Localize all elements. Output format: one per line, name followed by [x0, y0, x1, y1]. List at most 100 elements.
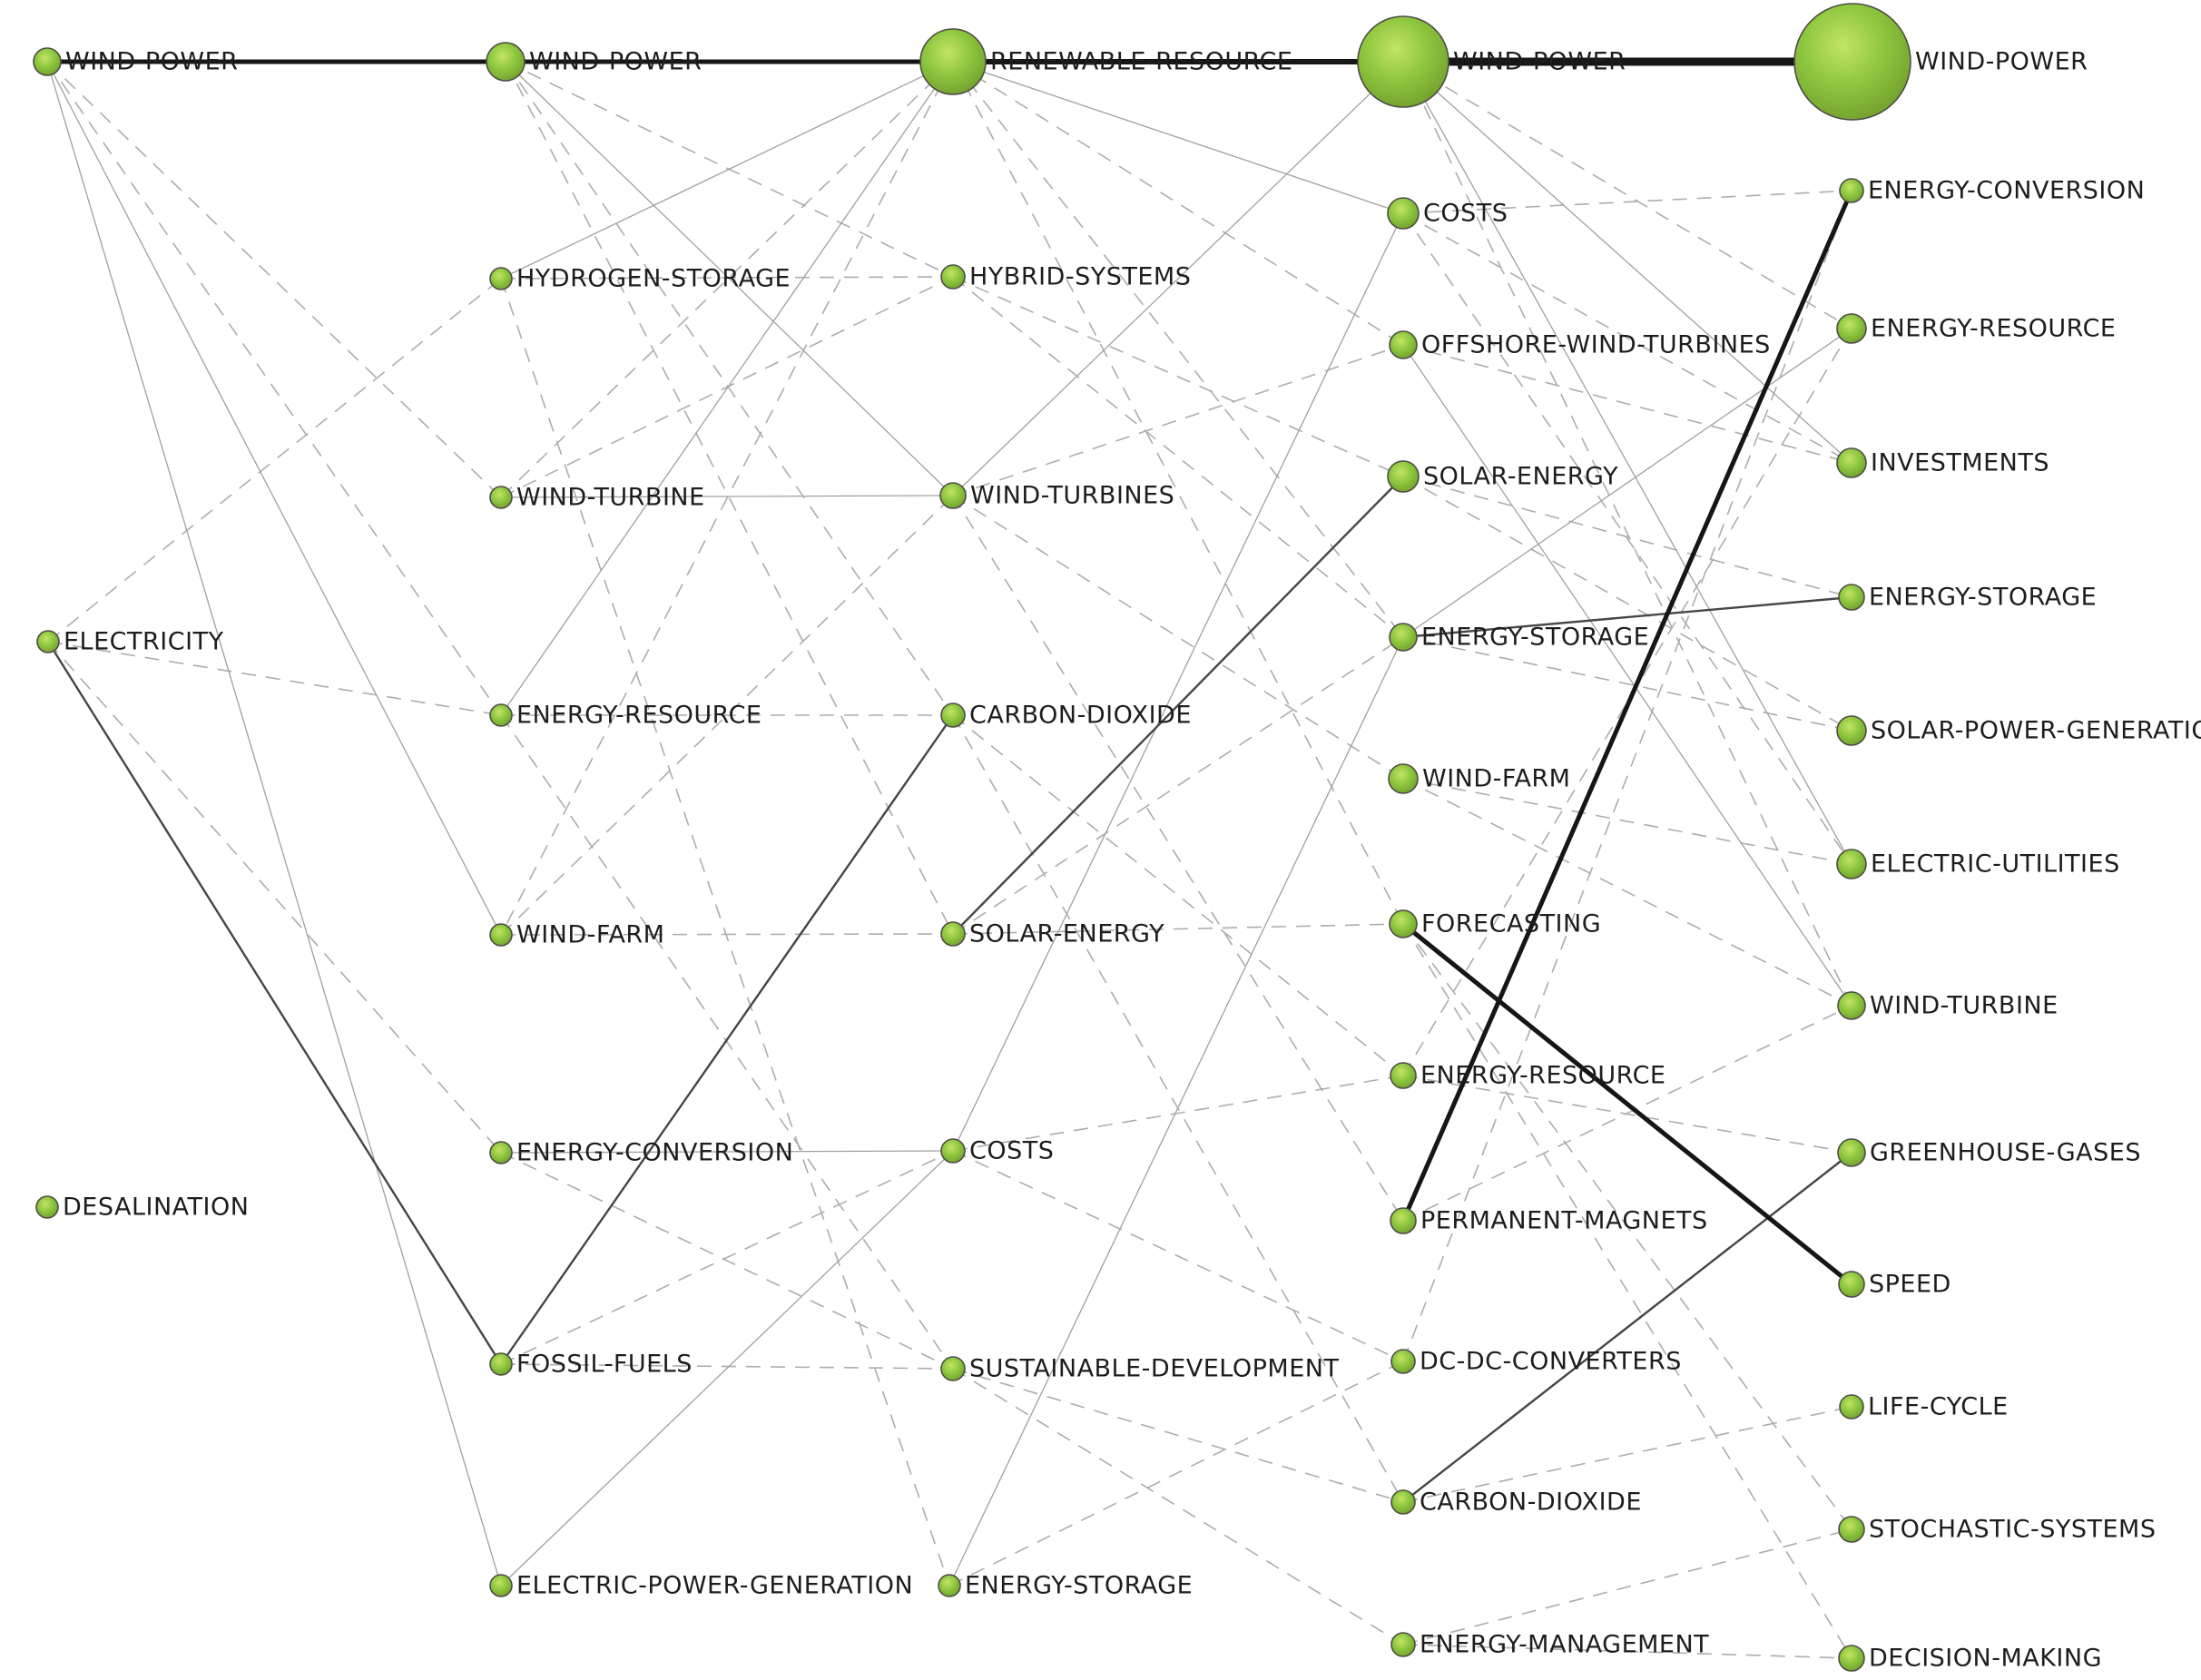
- edge-n1-n11: [46, 61, 502, 1587]
- node-label-n41: SPEED: [1869, 1271, 1951, 1299]
- node-wind-power-n20[interactable]: [1357, 15, 1449, 108]
- node-wind-power-n4[interactable]: [486, 42, 526, 82]
- node-wind-farm-n8[interactable]: [489, 923, 513, 947]
- edges-layer: [46, 57, 1854, 1659]
- node-label-n43: STOCHASTIC-SYSTEMS: [1869, 1516, 2156, 1544]
- edge-n2-n10: [46, 641, 503, 1365]
- edge-n10-n17: [500, 1150, 954, 1365]
- node-label-n24: ENERGY-STORAGE: [1421, 624, 1649, 652]
- node-investments-n35[interactable]: [1836, 447, 1867, 478]
- node-label-n12: RENEWABLE-RESOURCE: [990, 48, 1292, 76]
- node-wind-turbine-n6[interactable]: [489, 486, 513, 509]
- node-forecasting-n26[interactable]: [1389, 909, 1418, 938]
- edge-n30-n42: [1402, 1406, 1852, 1503]
- node-label-n1: WIND-POWER: [65, 48, 238, 76]
- edge-n1-n7: [46, 61, 502, 716]
- edge-n23-n36: [1402, 476, 1852, 598]
- node-label-n8: WIND-FARM: [516, 921, 664, 949]
- edge-n27-n40: [1402, 1075, 1852, 1154]
- node-carbon-dioxide-n30[interactable]: [1390, 1489, 1416, 1515]
- edge-n13-n24: [952, 276, 1404, 638]
- node-wind-power-n32[interactable]: [1793, 3, 1911, 121]
- node-decision-making-n44[interactable]: [1838, 1645, 1865, 1672]
- edge-n8-n14: [500, 495, 954, 936]
- node-energy-management-n31[interactable]: [1390, 1632, 1416, 1657]
- node-hybrid-systems-n13[interactable]: [940, 264, 966, 290]
- node-label-n36: ENERGY-STORAGE: [1869, 584, 2097, 612]
- node-label-n30: CARBON-DIOXIDE: [1420, 1488, 1642, 1517]
- edge-n26-n41: [1401, 922, 1853, 1286]
- nodes-layer: WIND-POWERELECTRICITYDESALINATIONWIND-PO…: [33, 3, 2201, 1673]
- node-wind-farm-n25[interactable]: [1388, 763, 1419, 794]
- node-label-n39: WIND-TURBINE: [1870, 992, 2059, 1020]
- node-stochastic-systems-n43[interactable]: [1838, 1516, 1865, 1543]
- edge-n8-n16: [500, 933, 954, 936]
- node-energy-storage-n36[interactable]: [1838, 584, 1865, 611]
- node-speed-n41[interactable]: [1838, 1271, 1865, 1298]
- edge-n16-n26: [952, 923, 1404, 935]
- node-wind-turbine-n39[interactable]: [1837, 991, 1866, 1020]
- node-solar-energy-n16[interactable]: [940, 921, 966, 947]
- edge-n22-n39: [1402, 344, 1852, 1007]
- node-costs-n21[interactable]: [1387, 197, 1420, 230]
- edge-n28-n33: [1400, 190, 1854, 1222]
- edge-n28-n39: [1402, 1005, 1852, 1222]
- node-hydrogen-storage-n5[interactable]: [489, 267, 513, 290]
- node-desalination-n3[interactable]: [35, 1195, 59, 1219]
- edge-n1-n6: [46, 61, 502, 498]
- node-solar-energy-n23[interactable]: [1387, 460, 1420, 493]
- node-solar-power-generation-n37[interactable]: [1836, 715, 1867, 746]
- edge-n26-n43: [1402, 923, 1852, 1530]
- node-energy-storage-n19[interactable]: [938, 1574, 961, 1597]
- node-energy-conversion-n33[interactable]: [1839, 178, 1864, 203]
- node-wind-turbines-n14[interactable]: [939, 482, 967, 509]
- edge-n29-n33: [1402, 190, 1852, 1362]
- node-energy-storage-n24[interactable]: [1389, 623, 1418, 652]
- edge-n12-n8: [500, 61, 954, 936]
- node-label-n33: ENERGY-CONVERSION: [1868, 177, 2145, 205]
- node-offshore-wind-turbines-n22[interactable]: [1389, 330, 1418, 359]
- edge-n24-n37: [1402, 636, 1852, 732]
- node-costs-n17[interactable]: [940, 1138, 966, 1164]
- node-sustainable-development-n18[interactable]: [940, 1356, 966, 1381]
- node-greenhouse-gases-n40[interactable]: [1837, 1138, 1866, 1167]
- node-renewable-resource-n12[interactable]: [919, 28, 987, 95]
- edge-n17-n29: [952, 1150, 1404, 1362]
- node-dc-dc-converters-n29[interactable]: [1390, 1349, 1416, 1374]
- edge-n31-n43: [1402, 1528, 1852, 1646]
- node-label-n6: WIND-TURBINE: [516, 484, 705, 512]
- node-label-n19: ENERGY-STORAGE: [965, 1572, 1193, 1600]
- edge-n12-n26: [952, 61, 1404, 925]
- edge-n6-n14: [500, 495, 954, 498]
- edge-n16-n24: [952, 636, 1404, 935]
- node-label-n31: ENERGY-MANAGEMENT: [1420, 1631, 1709, 1659]
- node-electric-power-generation-n11[interactable]: [489, 1574, 513, 1597]
- node-energy-resource-n27[interactable]: [1390, 1062, 1417, 1089]
- node-energy-conversion-n9[interactable]: [489, 1141, 513, 1164]
- node-label-n16: SOLAR-ENERGY: [969, 920, 1164, 948]
- edge-n21-n35: [1402, 212, 1852, 464]
- edge-n7-n18: [500, 714, 954, 1370]
- node-energy-resource-n7[interactable]: [489, 703, 513, 727]
- node-label-n28: PERMANENT-MAGNETS: [1420, 1207, 1708, 1235]
- edge-n5-n13: [500, 276, 954, 280]
- node-permanent-magnets-n28[interactable]: [1390, 1207, 1417, 1234]
- node-energy-resource-n34[interactable]: [1836, 313, 1867, 344]
- node-label-n3: DESALINATION: [63, 1194, 249, 1222]
- node-label-n25: WIND-FARM: [1422, 765, 1570, 793]
- node-carbon-dioxide-n15[interactable]: [940, 702, 966, 728]
- edge-n14-n25: [952, 495, 1404, 780]
- node-electric-utilities-n38[interactable]: [1836, 849, 1867, 879]
- edge-n6-n13: [500, 276, 954, 498]
- node-wind-power-n1[interactable]: [33, 47, 62, 76]
- edge-n14-n20: [952, 61, 1404, 496]
- node-fossil-fuels-n10[interactable]: [489, 1352, 513, 1376]
- edge-n2-n5: [47, 278, 502, 643]
- edge-n4-n15: [505, 61, 954, 716]
- node-label-n27: ENERGY-RESOURCE: [1420, 1062, 1666, 1090]
- node-label-n21: COSTS: [1423, 200, 1508, 228]
- node-electricity-n2[interactable]: [36, 630, 60, 653]
- node-label-n20: WIND-POWER: [1453, 48, 1626, 76]
- node-life-cycle-n42[interactable]: [1839, 1394, 1864, 1420]
